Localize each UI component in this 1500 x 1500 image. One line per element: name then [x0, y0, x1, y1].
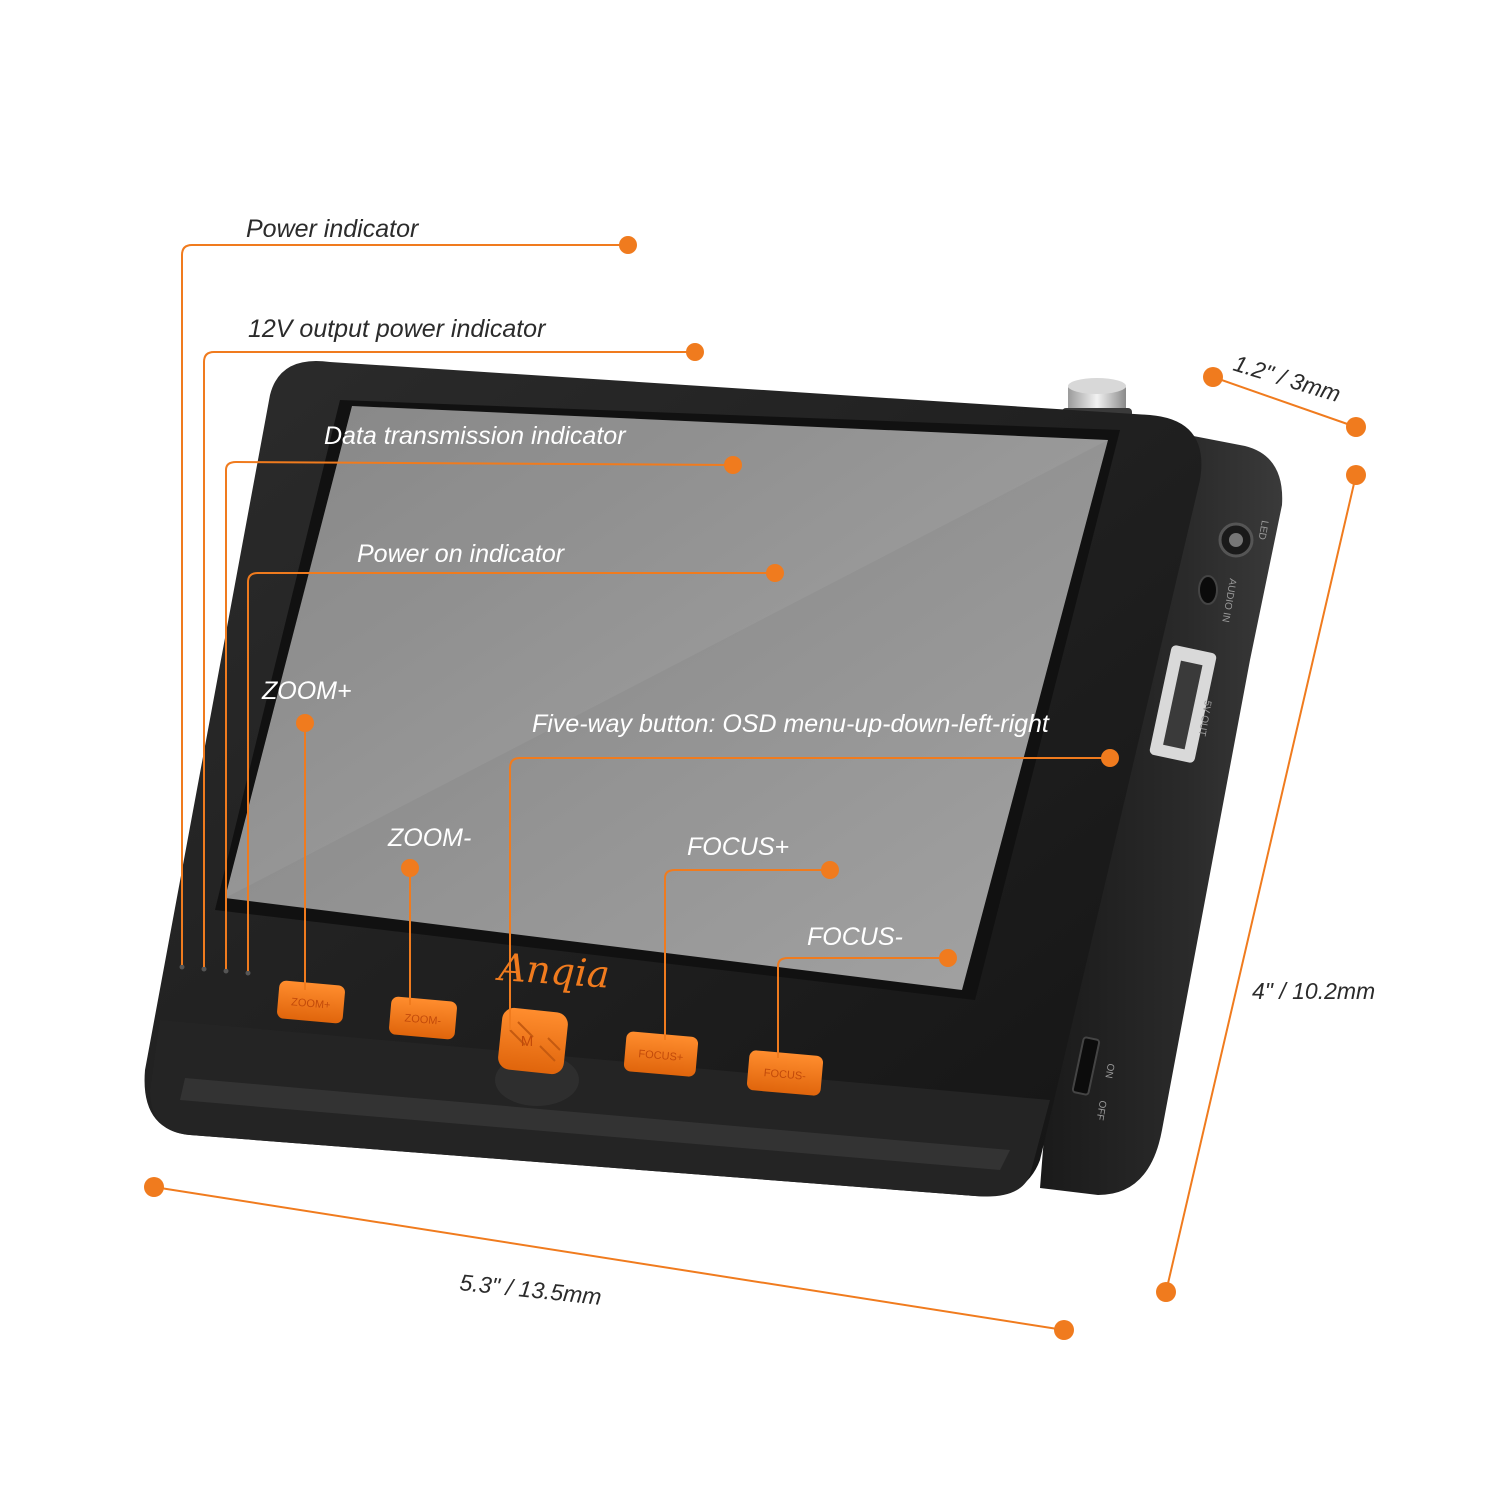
screen-display	[225, 406, 1108, 990]
svg-text:FOCUS+: FOCUS+	[638, 1048, 684, 1064]
power-switch[interactable]	[1071, 1036, 1101, 1096]
dimension-dot	[1054, 1320, 1074, 1340]
brand-logo: Anqia	[494, 945, 611, 997]
dimension-height: 4" / 10.2mm	[1156, 465, 1375, 1302]
callout-dot	[686, 343, 704, 361]
label-power-on-indicator: Power on indicator	[357, 540, 566, 568]
svg-text:ON: ON	[1102, 1062, 1115, 1079]
callout-dot	[766, 564, 784, 582]
callout-dots	[296, 236, 1119, 967]
callout-dot	[401, 859, 419, 877]
label-zoom-minus: ZOOM-	[387, 824, 471, 852]
audio-in-port[interactable]	[1198, 575, 1218, 605]
callout-lines	[181, 244, 1110, 1058]
callout-dot	[821, 861, 839, 879]
label-12v-output-indicator: 12V output power indicator	[248, 315, 547, 343]
svg-text:4" / 10.2mm: 4" / 10.2mm	[1252, 978, 1375, 1004]
label-power-indicator: Power indicator	[246, 215, 420, 243]
led-12v-output	[201, 966, 207, 972]
label-zoom-plus: ZOOM+	[261, 677, 352, 705]
label-focus-plus: FOCUS+	[687, 833, 789, 861]
zoom-plus-button[interactable]: ZOOM+	[276, 980, 345, 1024]
svg-text:FOCUS-: FOCUS-	[763, 1067, 806, 1083]
label-five-way-button: Five-way button: OSD menu-up-down-left-r…	[532, 710, 1050, 738]
dimension-dot	[1203, 367, 1223, 387]
dimension-dot	[144, 1177, 164, 1197]
label-focus-minus: FOCUS-	[807, 923, 903, 951]
callout-dot	[939, 949, 957, 967]
led-power	[179, 964, 185, 970]
dimension-dot	[1346, 417, 1366, 437]
svg-text:LED: LED	[1256, 519, 1270, 540]
zoom-minus-button[interactable]: ZOOM-	[388, 996, 457, 1040]
five-way-button[interactable]: M	[495, 1007, 579, 1106]
dimension-dot	[1156, 1282, 1176, 1302]
indicator-leds	[179, 964, 251, 976]
focus-plus-button[interactable]: FOCUS+	[623, 1031, 699, 1077]
label-data-transmission-indicator: Data transmission indicator	[324, 422, 627, 450]
callout-dot	[724, 456, 742, 474]
svg-text:5.3" / 13.5mm: 5.3" / 13.5mm	[458, 1269, 602, 1310]
svg-text:M: M	[521, 1033, 534, 1050]
led-power-on	[245, 970, 251, 976]
callout-dot	[619, 236, 637, 254]
monitor-device: Anqia ZOOM+ ZOOM- M FOCUS+	[144, 360, 1283, 1197]
callout-dot	[296, 714, 314, 732]
callout-dot	[1101, 749, 1119, 767]
focus-minus-button[interactable]: FOCUS-	[746, 1050, 824, 1096]
dimension-dot	[1346, 465, 1366, 485]
svg-text:1.2" / 3mm: 1.2" / 3mm	[1231, 350, 1344, 407]
svg-text:OFF: OFF	[1094, 1099, 1108, 1121]
dimension-width: 5.3" / 13.5mm	[144, 1177, 1074, 1340]
led-data	[223, 968, 229, 974]
svg-text:ZOOM+: ZOOM+	[291, 996, 331, 1011]
svg-text:ZOOM-: ZOOM-	[404, 1012, 442, 1027]
dimension-depth: 1.2" / 3mm	[1203, 350, 1366, 437]
